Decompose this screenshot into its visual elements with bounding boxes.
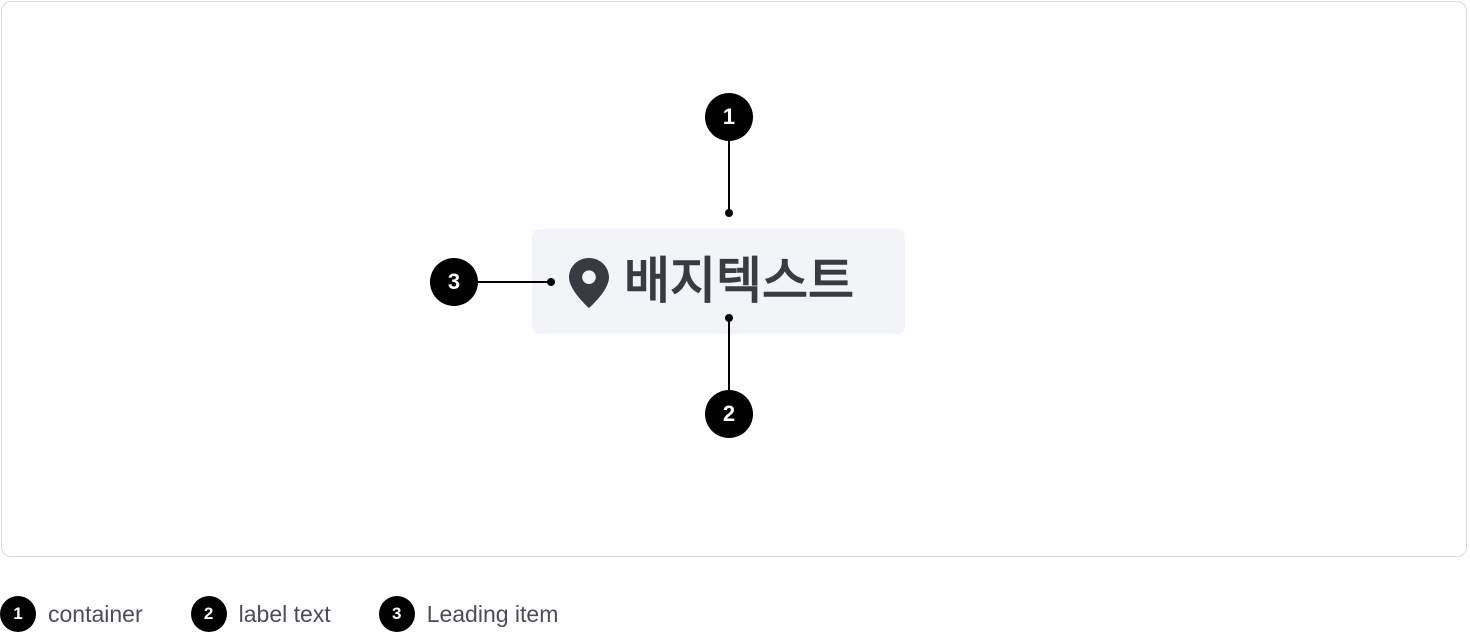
- badge-container: [532, 229, 905, 334]
- marker-container: 1: [705, 93, 753, 141]
- legend-label: container: [48, 600, 143, 627]
- legend-item-leading-item: 3 Leading item: [378, 596, 559, 632]
- legend-number: 2: [190, 596, 227, 632]
- legend-number: 3: [378, 596, 415, 632]
- badge-label-text: 배지텍스트: [624, 252, 854, 310]
- legend: 1 container 2 label text 3 Leading item: [0, 596, 606, 632]
- legend-number: 1: [0, 596, 36, 632]
- marker-leading-item: 3: [430, 258, 478, 306]
- map-pin-icon: [569, 258, 609, 308]
- marker-label-text: 2: [705, 390, 753, 438]
- legend-item-container: 1 container: [0, 596, 143, 632]
- legend-item-label-text: 2 label text: [190, 596, 331, 632]
- legend-label: label text: [238, 600, 331, 627]
- legend-label: Leading item: [426, 600, 559, 627]
